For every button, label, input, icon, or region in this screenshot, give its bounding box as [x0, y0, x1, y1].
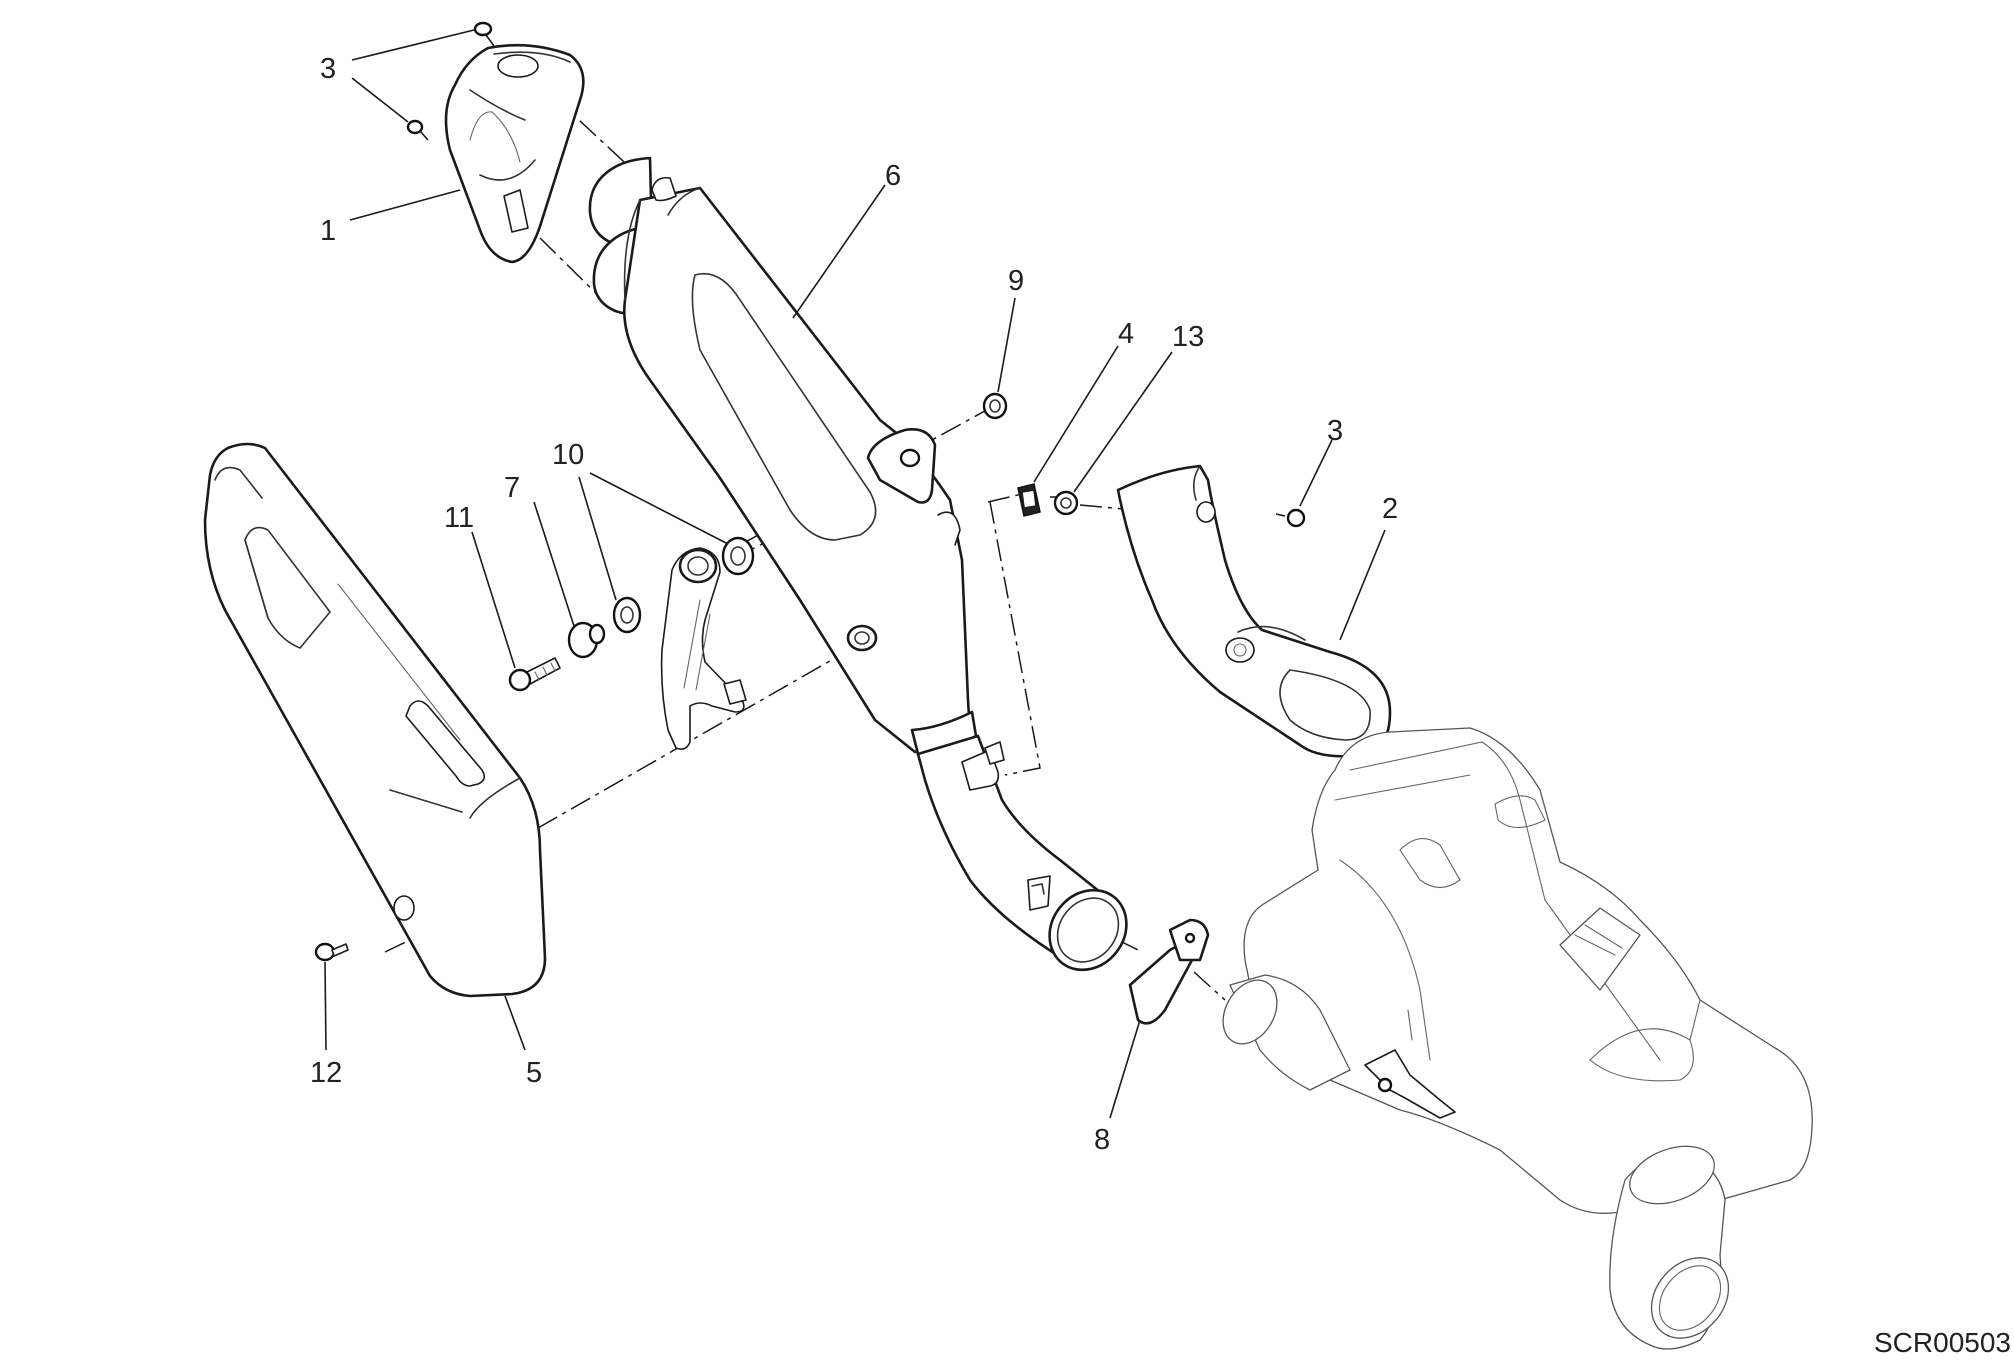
clip-nut-part-4-icon — [1017, 483, 1041, 517]
leader-lines — [324, 29, 1386, 1119]
callout-8: 8 — [1094, 1124, 1110, 1156]
nut-part-9-icon — [982, 392, 1008, 420]
callout-4: 4 — [1118, 318, 1134, 350]
callout-1: 1 — [320, 215, 336, 247]
callout-labels: 3 1 6 9 4 13 3 2 10 7 11 12 5 8 — [310, 53, 1398, 1156]
callout-7: 7 — [504, 472, 520, 504]
callout-2: 2 — [1382, 493, 1398, 525]
heat-shield-part-2 — [1116, 464, 1392, 758]
mounting-bracket — [660, 547, 747, 750]
pipe-clamp-part-8 — [1128, 918, 1210, 1025]
link-pipe — [916, 734, 1128, 972]
callout-5: 5 — [526, 1057, 542, 1089]
callout-10: 10 — [552, 439, 584, 471]
drawing-reference-code: SCR00503 — [1874, 1327, 2011, 1358]
end-cap-heat-shield-part-1 — [444, 43, 585, 264]
callout-6: 6 — [885, 160, 901, 192]
exhaust-collector-part-6 — [588, 156, 978, 756]
bolt-part-11-icon — [508, 657, 561, 692]
callout-11: 11 — [444, 502, 474, 534]
side-heat-shield-part-5 — [203, 442, 547, 998]
washer-part-13-icon — [1053, 490, 1079, 516]
muffler-silencer — [1222, 727, 1813, 1350]
grommet-upper-part-10-icon — [721, 536, 755, 576]
screw-left-icon — [406, 119, 429, 141]
callout-13: 13 — [1172, 321, 1204, 353]
body-top-clip — [651, 176, 677, 202]
callout-9: 9 — [1008, 265, 1024, 297]
callout-3-top: 3 — [320, 53, 336, 85]
screw-part-12-icon — [314, 942, 349, 962]
bushing-part-7-icon — [567, 621, 606, 659]
callout-12: 12 — [310, 1057, 342, 1089]
screw-right-icon — [1275, 508, 1306, 528]
screw-top-icon — [473, 21, 495, 47]
hardware — [314, 21, 1306, 962]
grommet-lower-part-10-icon — [612, 596, 642, 634]
callout-3-right: 3 — [1327, 415, 1343, 447]
